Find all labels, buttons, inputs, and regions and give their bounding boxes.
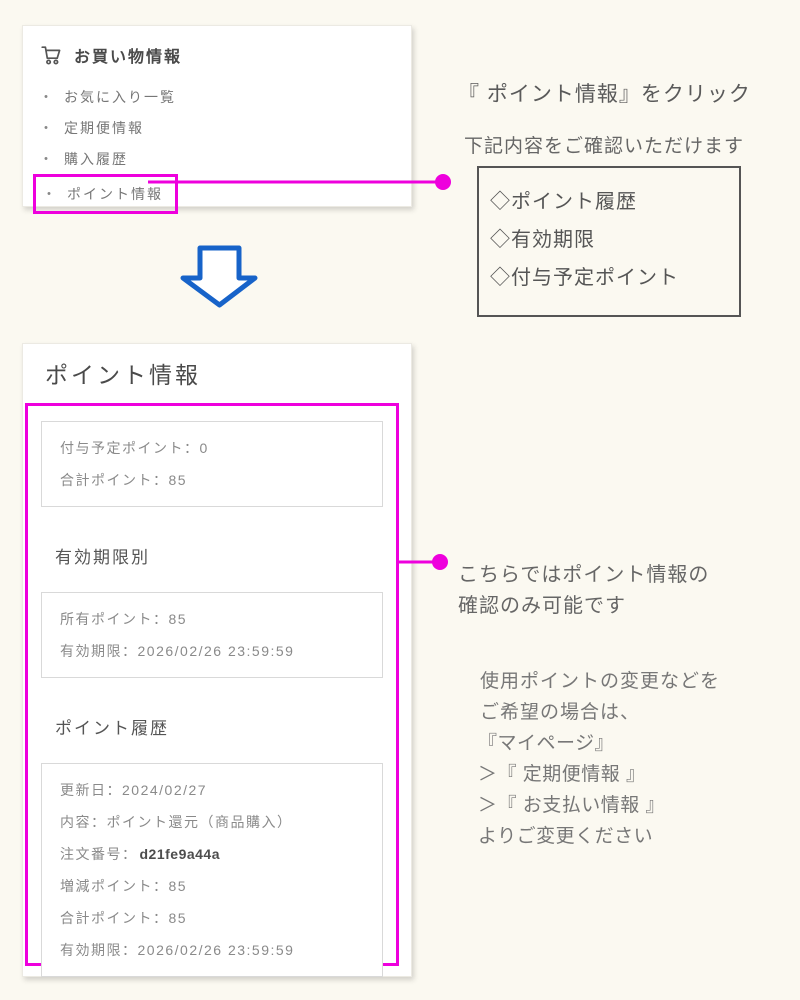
points-highlight-box: 付与予定ポイント：0 合計ポイント：85 有効期限別 所有ポイント：85 有効期限：… (25, 403, 399, 977)
history-row: 合計ポイント：85 (60, 910, 188, 926)
cart-icon (39, 43, 63, 67)
shopping-info-header: お買い物情報 (39, 43, 411, 67)
menu-item-label: 定期便情報 (64, 119, 144, 136)
menu-item-label: ポイント情報 (67, 186, 163, 202)
sidebar-menu-item[interactable]: ・購入履歴 (39, 143, 411, 174)
sidebar-menu-item[interactable]: ・ポイント情報 (33, 174, 178, 214)
shopping-info-card: お買い物情報 ・お気に入り一覧・定期便情報・購入履歴・ポイント情報 (22, 25, 412, 214)
expiry-row: 所有ポイント：85 (60, 611, 188, 627)
shopping-info-title: お買い物情報 (74, 49, 183, 66)
expiry-section-heading: 有効期限別 (55, 548, 150, 567)
readonly-note-line: 確認のみ可能です (458, 595, 626, 617)
history-section-heading: ポイント履歴 (55, 719, 169, 738)
history-row: 更新日：2024/02/27 (60, 782, 208, 798)
readonly-note-line: こちらではポイント情報の (458, 564, 710, 586)
bullet-dot: ・ (39, 150, 55, 167)
bullet-dot: ・ (39, 88, 55, 105)
sidebar-menu-item[interactable]: ・定期便情報 (39, 112, 411, 143)
points-info-card: ポイント情報 付与予定ポイント：0 合計ポイント：85 有効期限別 所有ポイント：… (22, 343, 412, 977)
navigation-path-note: 『マイページ』 ＞『 定期便情報 』 ＞『 お支払い情報 』よりご変更ください (478, 728, 665, 852)
bullet-dot: ・ (39, 119, 55, 136)
shopping-menu: ・お気に入り一覧・定期便情報・購入履歴・ポイント情報 (33, 81, 411, 214)
history-row: 注文番号： d21fe9a44a (60, 846, 221, 862)
change-request-line: 使用ポイントの変更などを (480, 671, 721, 692)
history-row: 内容：ポイント還元（商品購入） (60, 814, 293, 830)
contents-list-box: ◇ポイント履歴 ◇有効期限 ◇付与予定ポイント (477, 166, 741, 317)
navigation-path-line: よりご変更ください (478, 826, 654, 847)
menu-item-label: お気に入り一覧 (64, 88, 176, 105)
navigation-path-line: ＞『 定期便情報 』 (478, 764, 646, 785)
history-row: 有効期限：2026/02/26 23:59:59 (60, 942, 295, 958)
contents-list-item: ◇付与予定ポイント (490, 267, 679, 289)
bullet-dot: ・ (42, 186, 58, 202)
navigation-path-line: ＞『 お支払い情報 』 (478, 795, 666, 816)
points-summary-box: 付与予定ポイント：0 合計ポイント：85 (41, 421, 383, 507)
expiry-row: 有効期限：2026/02/26 23:59:59 (60, 643, 295, 659)
menu-item-label: 購入履歴 (64, 150, 128, 167)
change-request-note: 使用ポイントの変更などをご希望の場合は、 (480, 666, 720, 728)
callout-dot-top (435, 174, 451, 190)
down-arrow-icon (180, 245, 258, 314)
callout-dot-bottom (432, 554, 448, 570)
navigation-path-line: 『マイページ』 (478, 733, 615, 754)
expiry-box: 所有ポイント：85 有効期限：2026/02/26 23:59:59 (41, 592, 383, 678)
readonly-note: こちらではポイント情報の確認のみ可能です (458, 560, 709, 622)
contents-list-item: ◇ポイント履歴 (490, 191, 637, 213)
points-page-title: ポイント情報 (45, 362, 201, 388)
history-box: 更新日：2024/02/27 内容：ポイント還元（商品購入） 注文番号： d21fe… (41, 763, 383, 977)
summary-row: 付与予定ポイント：0 (60, 440, 209, 456)
contents-list-item: ◇有効期限 (490, 229, 595, 251)
history-row: 増減ポイント：85 (60, 878, 188, 894)
confirm-subtitle: 下記内容をご確認いただけます (464, 136, 745, 157)
summary-row: 合計ポイント：85 (60, 472, 188, 488)
click-instruction: 『 ポイント情報』をクリック (458, 83, 751, 106)
change-request-line: ご希望の場合は、 (480, 702, 641, 723)
sidebar-menu-item[interactable]: ・お気に入り一覧 (39, 81, 411, 112)
